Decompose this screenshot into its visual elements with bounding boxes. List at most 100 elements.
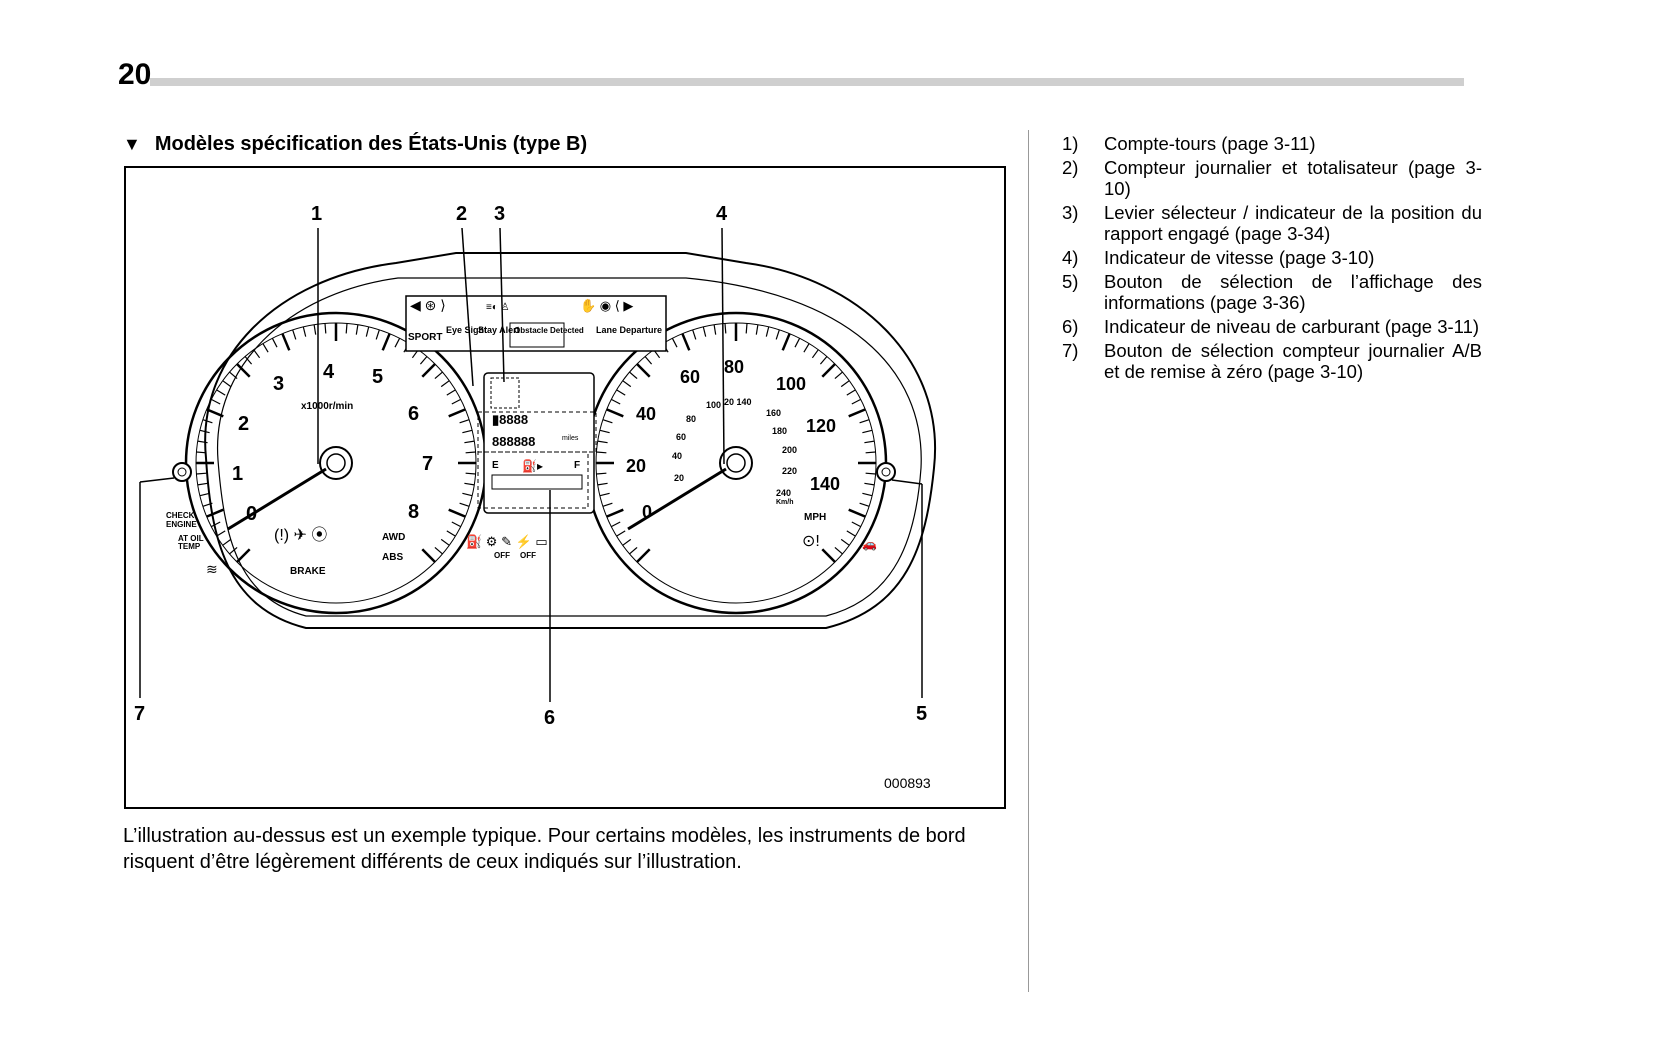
gauge-tick	[253, 349, 261, 359]
svg-text:8: 8	[408, 501, 419, 523]
stay-alert-label: Stay Alert	[478, 325, 520, 335]
triangle-marker-icon: ▼	[123, 134, 141, 154]
gauge-tick	[262, 343, 269, 353]
gauge-tick	[244, 356, 253, 365]
legend-text: Levier sélecteur / indicateur de la posi…	[1104, 202, 1482, 244]
svg-text:20: 20	[626, 456, 646, 476]
gauge-tick	[465, 472, 476, 475]
gauge-tick	[644, 356, 653, 365]
gauge-tick	[440, 538, 450, 546]
svg-text:240: 240	[776, 488, 791, 498]
gauge-tick	[434, 546, 443, 555]
tach-unit-label: x1000r/min	[301, 401, 353, 412]
svg-text:60: 60	[676, 432, 686, 442]
tachometer	[184, 311, 488, 615]
gauge-tick	[765, 326, 770, 337]
gauge-tick	[202, 419, 213, 424]
legend-text: Bouton de sélection de l’affichage des i…	[1104, 271, 1482, 313]
svg-text:160: 160	[766, 408, 781, 418]
gauge-tick	[236, 363, 251, 378]
gauge-tick	[840, 380, 850, 388]
gauge-tick	[864, 440, 875, 444]
gauge-tick	[196, 472, 207, 475]
gauge-tick	[222, 380, 232, 388]
gauge-tick	[622, 538, 632, 546]
svg-text:20 140: 20 140	[724, 397, 752, 407]
callout-2: 2	[456, 203, 467, 225]
gauge-tick	[846, 530, 856, 537]
legend-item: 3) Levier sélecteur / indicateur de la p…	[1062, 202, 1482, 244]
svg-text:◀ ⊛ ⟩: ◀ ⊛ ⟩	[410, 297, 446, 313]
gauge-tick	[211, 521, 221, 528]
brake-label: BRAKE	[290, 566, 326, 577]
gauge-tick	[597, 440, 608, 444]
check-engine-label: CHECK	[166, 511, 195, 520]
gauge-tick	[459, 502, 470, 507]
awd-label: AWD	[382, 532, 405, 543]
gauge-tick	[671, 338, 678, 348]
svg-text:4: 4	[323, 361, 335, 383]
gauge-tick	[611, 521, 621, 528]
gauge-tick	[702, 326, 707, 337]
gauge-tick	[616, 530, 626, 537]
gauge-tick	[840, 538, 850, 546]
legend-list: 1) Compte-tours (page 3-11) 2) Compteur …	[1062, 133, 1482, 385]
gauge-tick	[681, 333, 691, 351]
gauge-tick	[206, 508, 224, 518]
gauge-tick	[229, 371, 238, 380]
gauge-tick	[692, 329, 697, 340]
kmh-label: Km/h	[776, 499, 794, 506]
figure-caption: L’illustration au-dessus est un exemple …	[123, 825, 966, 873]
gauge-tick	[216, 389, 226, 396]
gauge-tick	[848, 408, 866, 418]
gauge-tick	[636, 363, 651, 378]
svg-text:0: 0	[642, 502, 652, 522]
legend-item: 5) Bouton de sélection de l’affichage de…	[1062, 271, 1482, 313]
gauge-tick	[597, 482, 608, 486]
gauge-tick	[197, 482, 208, 486]
gauge-tick	[394, 338, 401, 348]
gauge-tick	[629, 371, 638, 380]
eyesight-label: Eye Sight	[446, 325, 487, 335]
svg-text:0: 0	[246, 503, 257, 525]
svg-text:7: 7	[422, 453, 433, 475]
gauge-tick	[355, 324, 359, 335]
gauge-tick	[446, 389, 456, 396]
gauge-tick	[794, 338, 801, 348]
gauge-tick	[381, 333, 391, 351]
svg-text:⛽ ⚙ ✎ ⚡ ▭: ⛽ ⚙ ✎ ⚡ ▭	[466, 534, 548, 550]
svg-text:⊙!: ⊙!	[802, 533, 820, 550]
svg-text:80: 80	[724, 357, 744, 377]
legend-item: 4) Indicateur de vitesse (page 3-10)	[1062, 247, 1482, 268]
legend-number: 1)	[1062, 133, 1079, 154]
gauge-tick	[864, 482, 875, 486]
svg-text:220: 220	[782, 466, 797, 476]
cluster-housing-inner	[216, 277, 922, 617]
gauge-tick	[206, 408, 224, 418]
svg-text:180: 180	[772, 426, 787, 436]
page-number: 20	[118, 58, 152, 91]
gauge-tick	[755, 324, 759, 335]
svg-text:20: 20	[674, 473, 684, 483]
svg-text:▮8888: ▮8888	[492, 412, 528, 427]
gauge-tick	[451, 398, 461, 405]
gauge-tick	[211, 398, 221, 405]
gauge-tick	[313, 324, 317, 335]
gauge-tick	[713, 324, 717, 335]
callout-5: 5	[916, 703, 927, 725]
gauge-tick	[222, 538, 232, 546]
svg-text:⛽▸: ⛽▸	[522, 459, 543, 473]
gauge-tick	[199, 429, 210, 434]
svg-text:TEMP: TEMP	[178, 542, 201, 551]
gauge-tick	[859, 502, 870, 507]
gauge-tick	[611, 398, 621, 405]
obstacle-label: Obstacle Detected	[514, 326, 584, 335]
svg-text:140: 140	[810, 474, 840, 494]
svg-text:✋ ◉ ⟨ ▶: ✋ ◉ ⟨ ▶	[580, 298, 633, 313]
svg-text:≋: ≋	[206, 561, 218, 577]
gauge-tick	[345, 323, 348, 334]
info-select-button-icon	[876, 462, 896, 482]
gauge-tick	[440, 380, 450, 388]
gauge-tick	[292, 329, 297, 340]
gauge-tick	[819, 356, 828, 365]
